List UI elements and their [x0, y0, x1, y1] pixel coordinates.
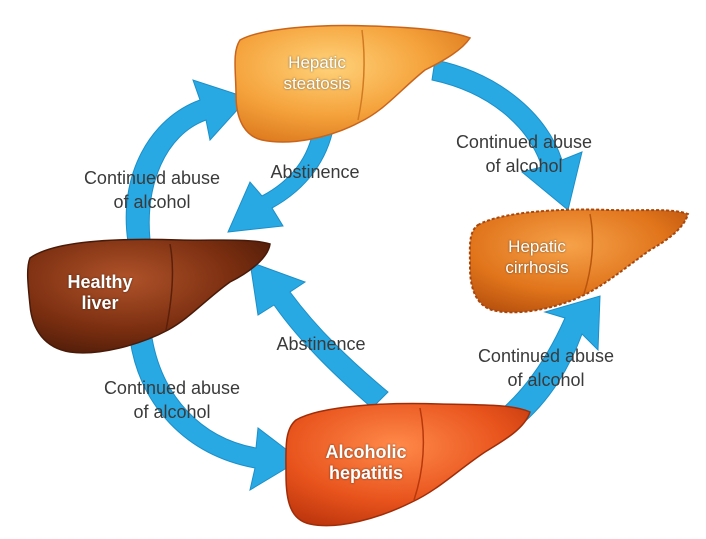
healthy-label: Healthy liver: [50, 272, 150, 314]
steatosis-liver-shape: [234, 24, 472, 143]
arrow-hepatitis-to-healthy: [249, 261, 389, 409]
cirrhosis-label-line2: cirrhosis: [505, 258, 569, 277]
transition-line1: Continued abuse: [477, 346, 615, 366]
transition-healthy-to-steatosis: Continued abuse of alcohol: [62, 166, 242, 214]
healthy-label-line1: Healthy: [67, 272, 133, 292]
transition-line1: Continued abuse: [455, 132, 593, 152]
transition-steatosis-to-healthy: Abstinence: [250, 160, 380, 184]
cirrhosis-label-line1: Hepatic: [508, 237, 566, 256]
transition-line2: of alcohol: [133, 402, 211, 422]
transition-hepatitis-to-cirrhosis: Continued abuse of alcohol: [456, 344, 636, 392]
abstinence-label: Abstinence: [276, 334, 366, 354]
transition-line2: of alcohol: [113, 192, 191, 212]
healthy-label-line2: liver: [81, 293, 119, 313]
hepatitis-liver-shape: [285, 402, 531, 527]
transition-line2: of alcohol: [485, 156, 563, 176]
hepatitis-label: Alcoholic hepatitis: [306, 442, 426, 484]
abstinence-label: Abstinence: [270, 162, 360, 182]
hepatitis-label-line2: hepatitis: [328, 463, 403, 483]
steatosis-label-line1: Hepatic: [288, 53, 346, 72]
arrow-steatosis-to-healthy: [227, 117, 336, 233]
transition-healthy-to-hepatitis: Continued abuse of alcohol: [82, 376, 262, 424]
transition-line1: Continued abuse: [83, 168, 221, 188]
transition-line1: Continued abuse: [103, 378, 241, 398]
healthy-liver-shape: [26, 238, 271, 354]
steatosis-label: Hepatic steatosis: [262, 52, 372, 94]
arrow-hepatitis-to-cirrhosis: [494, 295, 601, 433]
cirrhosis-liver-shape: [468, 208, 690, 314]
transition-hepatitis-to-healthy: Abstinence: [256, 332, 386, 356]
arrow-healthy-to-steatosis: [125, 79, 249, 243]
steatosis-label-line2: steatosis: [283, 74, 351, 93]
transition-line2: of alcohol: [507, 370, 585, 390]
transition-steatosis-to-cirrhosis: Continued abuse of alcohol: [434, 130, 614, 178]
hepatitis-label-line1: Alcoholic: [325, 442, 407, 462]
cirrhosis-label: Hepatic cirrhosis: [482, 236, 592, 278]
